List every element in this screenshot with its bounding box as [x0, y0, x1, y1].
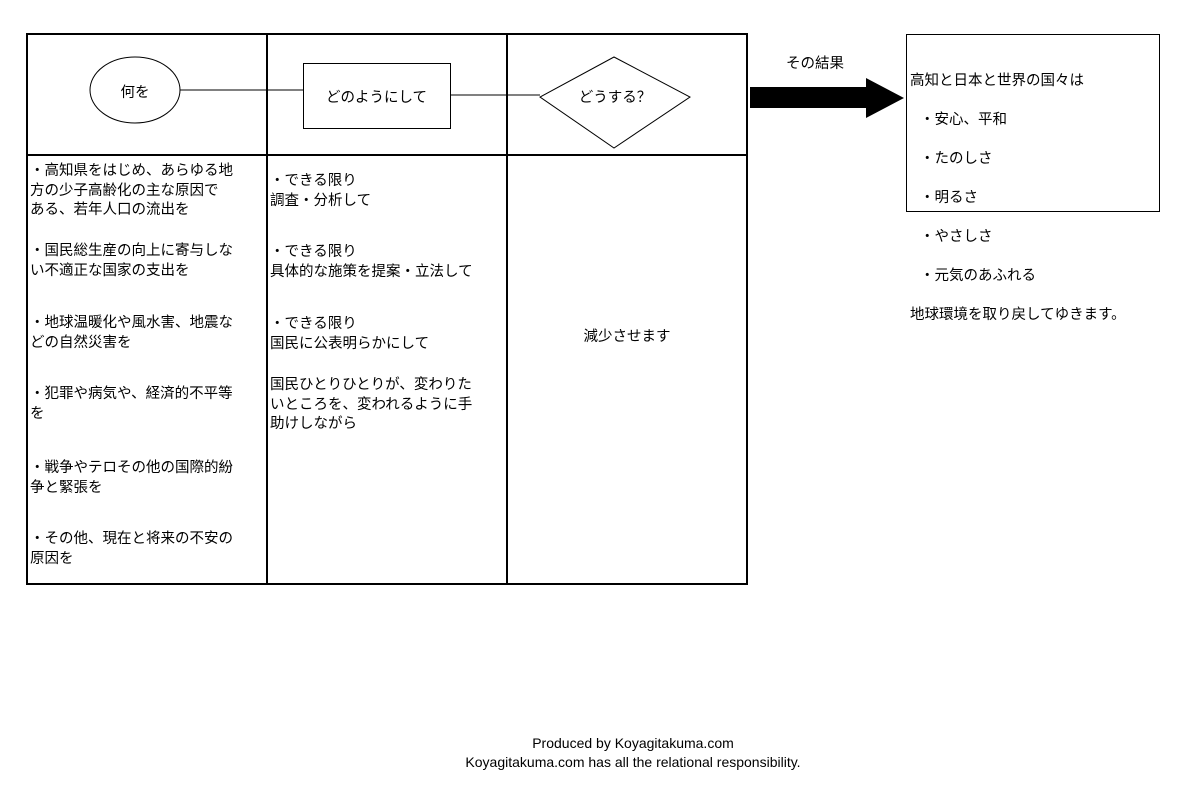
result-item: ・たのしさ	[920, 150, 993, 167]
how-item: ・できる限り 国民に公表明らかにして	[270, 316, 430, 352]
do-label: どうする？	[578, 90, 652, 106]
result-closing: 地球環境を取り戻してゆきます。	[910, 306, 1126, 323]
what-item: ・その他、現在と将来の不安の 原因を	[30, 531, 233, 567]
what-item: ・犯罪や病気や、経済的不平等 を	[30, 386, 233, 422]
action-text: 減少させます	[583, 329, 671, 345]
result-item: ・元気のあふれる	[920, 267, 1036, 284]
footer-responsibility: Koyagitakuma.com has all the relational …	[465, 754, 801, 770]
result-item: ・明るさ	[920, 189, 978, 206]
what-item: ・高知県をはじめ、あらゆる地 方の少子高齢化の主な原因で ある、若年人口の流出を	[30, 163, 233, 218]
what-label: 何を	[120, 85, 150, 101]
how-rect	[303, 63, 451, 129]
how-item: 国民ひとりひとりが、変わりた いところを、変われるように手 助けしながら	[270, 377, 473, 432]
do-diamond	[539, 56, 691, 149]
what-item: ・戦争やテロその他の国際的紛 争と緊張を	[30, 460, 233, 496]
how-item: ・できる限り 調査・分析して	[270, 173, 372, 209]
result-item: ・安心、平和	[920, 111, 1007, 128]
what-item: ・国民総生産の向上に寄与しな い不適正な国家の支出を	[30, 243, 233, 279]
result-item: ・やさしさ	[920, 228, 993, 245]
table-border	[26, 33, 748, 585]
arrow-icon	[750, 78, 904, 118]
how-label: どのようにして	[325, 90, 428, 106]
what-item: ・地球温暖化や風水害、地震な どの自然災害を	[30, 315, 233, 351]
footer-credit: Produced by Koyagitakuma.com	[532, 735, 734, 751]
result-content: 高知と日本と世界の国々は ・安心、平和 ・たのしさ ・明るさ ・やさしさ ・元気…	[910, 52, 1126, 345]
result-label: その結果	[786, 56, 844, 72]
result-box	[906, 34, 1160, 212]
how-item: ・できる限り 具体的な施策を提案・立法して	[270, 244, 473, 280]
result-title: 高知と日本と世界の国々は	[910, 72, 1084, 89]
